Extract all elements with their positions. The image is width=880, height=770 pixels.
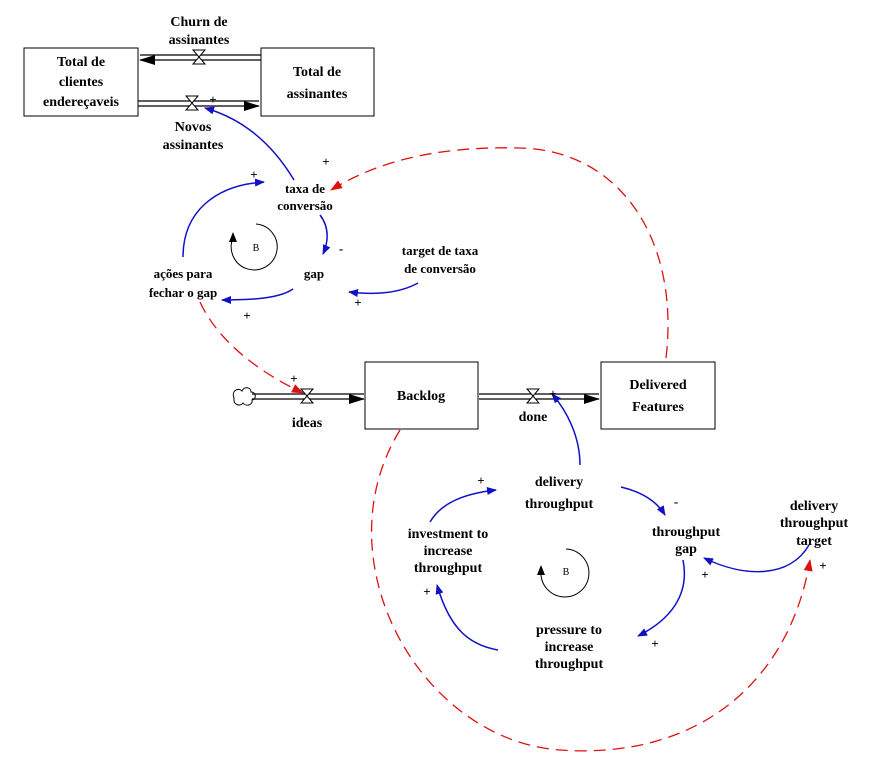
link-delivered-to-taxa[interactable] [330, 147, 669, 359]
var-taxa-label-2[interactable]: conversão [277, 198, 333, 213]
link-pressure-to-investment[interactable] [435, 584, 499, 651]
var-investment-label-2[interactable]: increase [424, 544, 473, 559]
var-investment-label-3[interactable]: throughput [414, 561, 483, 576]
flow-churn-label-2: assinantes [169, 33, 230, 48]
polarity-plus: + [250, 167, 257, 182]
stock-delivered-features[interactable]: Delivered Features [600, 361, 716, 430]
flow-ideas[interactable] [232, 387, 365, 406]
var-delivery-target-label-1[interactable]: delivery [790, 499, 838, 514]
flow-novos-label-2: assinantes [163, 138, 224, 153]
var-pressure-label-3[interactable]: throughput [535, 657, 604, 672]
flow-churn-label-1: Churn de [170, 15, 227, 30]
link-throughput-to-gap[interactable] [620, 486, 666, 516]
stock-total-clientes-label-2: clientes [59, 75, 104, 90]
polarity-plus: + [322, 154, 329, 169]
polarity-plus: + [290, 371, 297, 386]
link-investment-to-throughput[interactable] [429, 487, 497, 523]
loop-bottom-label: B [563, 567, 570, 578]
loop-marker-bottom: B [537, 548, 590, 598]
cloud-icon [232, 387, 256, 406]
link-backlog-to-target[interactable] [371, 429, 813, 752]
var-gap-label[interactable]: gap [304, 266, 324, 281]
flow-churn[interactable] [139, 49, 261, 65]
var-target-taxa-label-2[interactable]: de conversão [404, 261, 476, 276]
polarity-minus: - [339, 241, 343, 256]
stock-total-clientes-label-1: Total de [57, 55, 105, 70]
var-acoes-label-2[interactable]: fechar o gap [149, 285, 217, 300]
link-taxa-to-gap[interactable] [319, 214, 331, 255]
link-gap-to-pressure[interactable] [637, 559, 686, 637]
var-investment-label-1[interactable]: investment to [408, 527, 489, 542]
valve-icon[interactable] [191, 49, 207, 65]
flow-novos-label-1: Novos [175, 120, 212, 135]
loop-arrow-icon [230, 223, 278, 271]
link-gap-to-acoes[interactable] [221, 288, 294, 304]
stock-backlog-label: Backlog [397, 389, 445, 404]
polarity-plus: + [819, 558, 826, 573]
var-delivery-throughput-label-1[interactable]: delivery [535, 475, 583, 490]
var-delivery-throughput-label-2[interactable]: throughput [525, 497, 594, 512]
link-taxa-to-novos[interactable] [204, 106, 295, 181]
valve-icon[interactable] [184, 95, 200, 111]
var-acoes-label-1[interactable]: ações para [154, 266, 213, 281]
polarity-plus: + [243, 308, 250, 323]
link-target-to-throughput-gap[interactable] [703, 544, 810, 573]
stock-total-assinantes[interactable]: Total de assinantes [260, 47, 375, 117]
link-acoes-to-taxa[interactable] [182, 178, 265, 258]
var-pressure-label-1[interactable]: pressure to [536, 623, 602, 638]
var-target-taxa-label-1[interactable]: target de taxa [402, 243, 479, 258]
stock-backlog[interactable]: Backlog [364, 361, 479, 430]
stock-total-assinantes-label-1: Total de [293, 65, 341, 80]
stock-delivered-label-2: Features [632, 400, 684, 415]
polarity-plus: + [651, 636, 658, 651]
link-target-to-gap[interactable] [348, 282, 419, 298]
flow-ideas-label: ideas [292, 416, 323, 431]
stock-total-assinantes-label-2: assinantes [287, 87, 348, 102]
polarity-plus: + [423, 584, 430, 599]
loop-marker-top: B [229, 223, 278, 271]
loop-arrow-icon [540, 548, 590, 598]
var-taxa-label-1[interactable]: taxa de [285, 181, 325, 196]
flow-done-label: done [519, 410, 548, 425]
var-throughput-gap-label-1[interactable]: throughput [652, 525, 721, 540]
valve-icon[interactable] [299, 388, 315, 404]
var-delivery-target-label-2[interactable]: throughput [780, 516, 849, 531]
polarity-plus: + [549, 386, 556, 401]
link-throughput-to-done[interactable] [551, 393, 581, 466]
stock-total-clientes-label-3: endereçaveis [43, 95, 119, 110]
var-delivery-target-label-3[interactable]: target [796, 534, 832, 549]
polarity-minus: - [674, 494, 678, 509]
polarity-plus: + [701, 567, 708, 582]
flow-done[interactable] [479, 388, 600, 404]
polarity-plus: + [477, 473, 484, 488]
loop-top-label: B [253, 243, 260, 254]
var-pressure-label-2[interactable]: increase [545, 640, 594, 655]
stock-delivered-label-1: Delivered [629, 378, 686, 393]
var-throughput-gap-label-2[interactable]: gap [675, 542, 697, 557]
link-acoes-to-ideas[interactable] [199, 301, 304, 394]
flow-novos[interactable] [138, 95, 260, 111]
stock-total-clientes[interactable]: Total de clientes endereçaveis [23, 47, 139, 117]
valve-icon[interactable] [525, 388, 541, 404]
polarity-plus: + [354, 295, 361, 310]
polarity-plus: + [209, 92, 216, 107]
